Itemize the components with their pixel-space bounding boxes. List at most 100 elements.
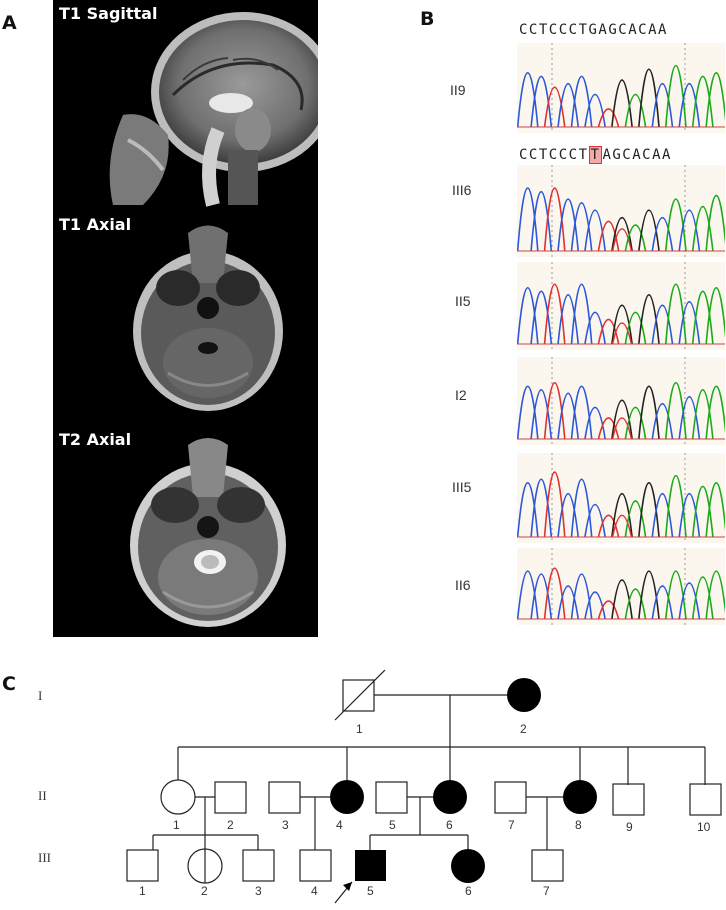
- male-ii5: [375, 781, 408, 814]
- trace-peak: [678, 209, 701, 252]
- trace-peak: [691, 290, 714, 345]
- chromatogram-trace-i2: [517, 357, 725, 445]
- male-iii7: [531, 849, 564, 882]
- mutant-sequence-suffix: AGCACAA: [602, 147, 672, 163]
- trace-peak: [651, 82, 674, 128]
- trace-peak: [517, 287, 539, 345]
- pedigree-id: 1: [173, 818, 180, 832]
- proband-arrowhead: [343, 882, 352, 891]
- sample-label: III5: [452, 479, 472, 495]
- male-ii2: [214, 781, 247, 814]
- trace-peak-heterozygous: [611, 417, 633, 440]
- trace-peak: [611, 399, 633, 440]
- trace-peak-heterozygous: [611, 228, 633, 252]
- trace-peak: [624, 224, 647, 252]
- trace-peak: [530, 573, 553, 620]
- sample-label: I2: [455, 387, 467, 403]
- trace-peak: [557, 392, 580, 440]
- pedigree-id: 10: [697, 820, 711, 834]
- trace-peak: [624, 588, 647, 620]
- trace-peak: [543, 382, 566, 440]
- affected-female-ii6: [433, 780, 467, 814]
- trace-peak: [611, 492, 633, 538]
- chromatogram-trace-ii6: [517, 548, 725, 625]
- generation-label-iii: III: [38, 850, 51, 865]
- trace-peak: [557, 492, 580, 538]
- mri-image-t1-axial: [133, 225, 283, 411]
- panel-label-b: B: [420, 8, 435, 30]
- trace-peak: [638, 68, 660, 128]
- affected-female-iii6: [451, 849, 485, 883]
- panel-label-a: A: [2, 12, 17, 34]
- trace-peak: [651, 492, 674, 538]
- trace-peak: [624, 500, 647, 538]
- mri-image-t2-axial: [130, 438, 286, 627]
- trace-peak: [678, 301, 701, 345]
- trace-peak: [530, 75, 553, 128]
- mri-image-t1-sagittal: [109, 12, 318, 207]
- trace-peak: [530, 478, 553, 538]
- deceased-slash: [334, 669, 386, 721]
- trace-peak: [705, 482, 725, 538]
- affected-female-ii4: [330, 780, 364, 814]
- mri-label-t1-axial: T1 Axial: [59, 215, 132, 234]
- male-ii9: [612, 783, 645, 816]
- pedigree-id: 2: [520, 722, 527, 736]
- pedigree-chart: [126, 669, 722, 904]
- trace-peak: [624, 93, 647, 128]
- trace-peak: [543, 567, 566, 620]
- trace-peak: [597, 318, 620, 345]
- pedigree-id: 9: [626, 820, 633, 834]
- trace-peak: [543, 187, 566, 252]
- trace-peak: [597, 220, 620, 252]
- trace-peak: [611, 216, 633, 252]
- trace-peak: [624, 406, 647, 440]
- trace-peak: [517, 187, 539, 252]
- trace-peak: [651, 403, 674, 440]
- pedigree-id: 5: [367, 884, 374, 898]
- trace-peak: [705, 72, 725, 128]
- sample-label: II9: [450, 82, 466, 98]
- pedigree-id: 7: [508, 818, 515, 832]
- trace-peak: [611, 579, 633, 620]
- trace-peak: [638, 293, 660, 345]
- affected-female-ii8: [563, 780, 597, 814]
- trace-peak-heterozygous: [611, 322, 633, 345]
- male-ii7: [494, 781, 527, 814]
- pedigree-id: 4: [336, 818, 343, 832]
- affected-female-i2: [507, 678, 541, 712]
- trace-peak: [597, 108, 620, 128]
- male-iii1: [126, 849, 159, 882]
- reference-sequence: CCTCCCTGAGCACAA: [519, 22, 668, 38]
- trace-peak: [597, 417, 620, 440]
- trace-peak: [543, 283, 566, 345]
- male-ii3: [268, 781, 301, 814]
- trace-peak: [638, 482, 660, 538]
- trace-peak: [638, 209, 660, 252]
- pedigree-id: 6: [465, 884, 472, 898]
- pedigree-id: 1: [356, 722, 363, 736]
- trace-peak: [517, 385, 539, 440]
- affected-male-iii5-proband: [355, 850, 386, 881]
- trace-peak: [664, 283, 687, 345]
- chromatogram-trace-ii5: [517, 262, 725, 350]
- trace-peak: [705, 287, 725, 345]
- trace-peak: [691, 388, 714, 440]
- male-ii10: [689, 783, 722, 816]
- trace-peak: [570, 283, 593, 345]
- trace-peak: [705, 385, 725, 440]
- male-iii3: [242, 849, 275, 882]
- trace-peak: [678, 82, 701, 128]
- trace-peak: [557, 198, 580, 252]
- trace-peak: [597, 514, 620, 538]
- female-ii1: [160, 779, 196, 815]
- generation-label-i: I: [38, 688, 43, 703]
- trace-peak: [584, 591, 606, 620]
- pedigree-id: 3: [255, 884, 262, 898]
- pedigree-id: 7: [543, 884, 550, 898]
- generation-label-ii: II: [38, 788, 47, 803]
- trace-peak: [691, 205, 714, 252]
- trace-peak: [624, 311, 647, 345]
- trace-peak: [557, 585, 580, 620]
